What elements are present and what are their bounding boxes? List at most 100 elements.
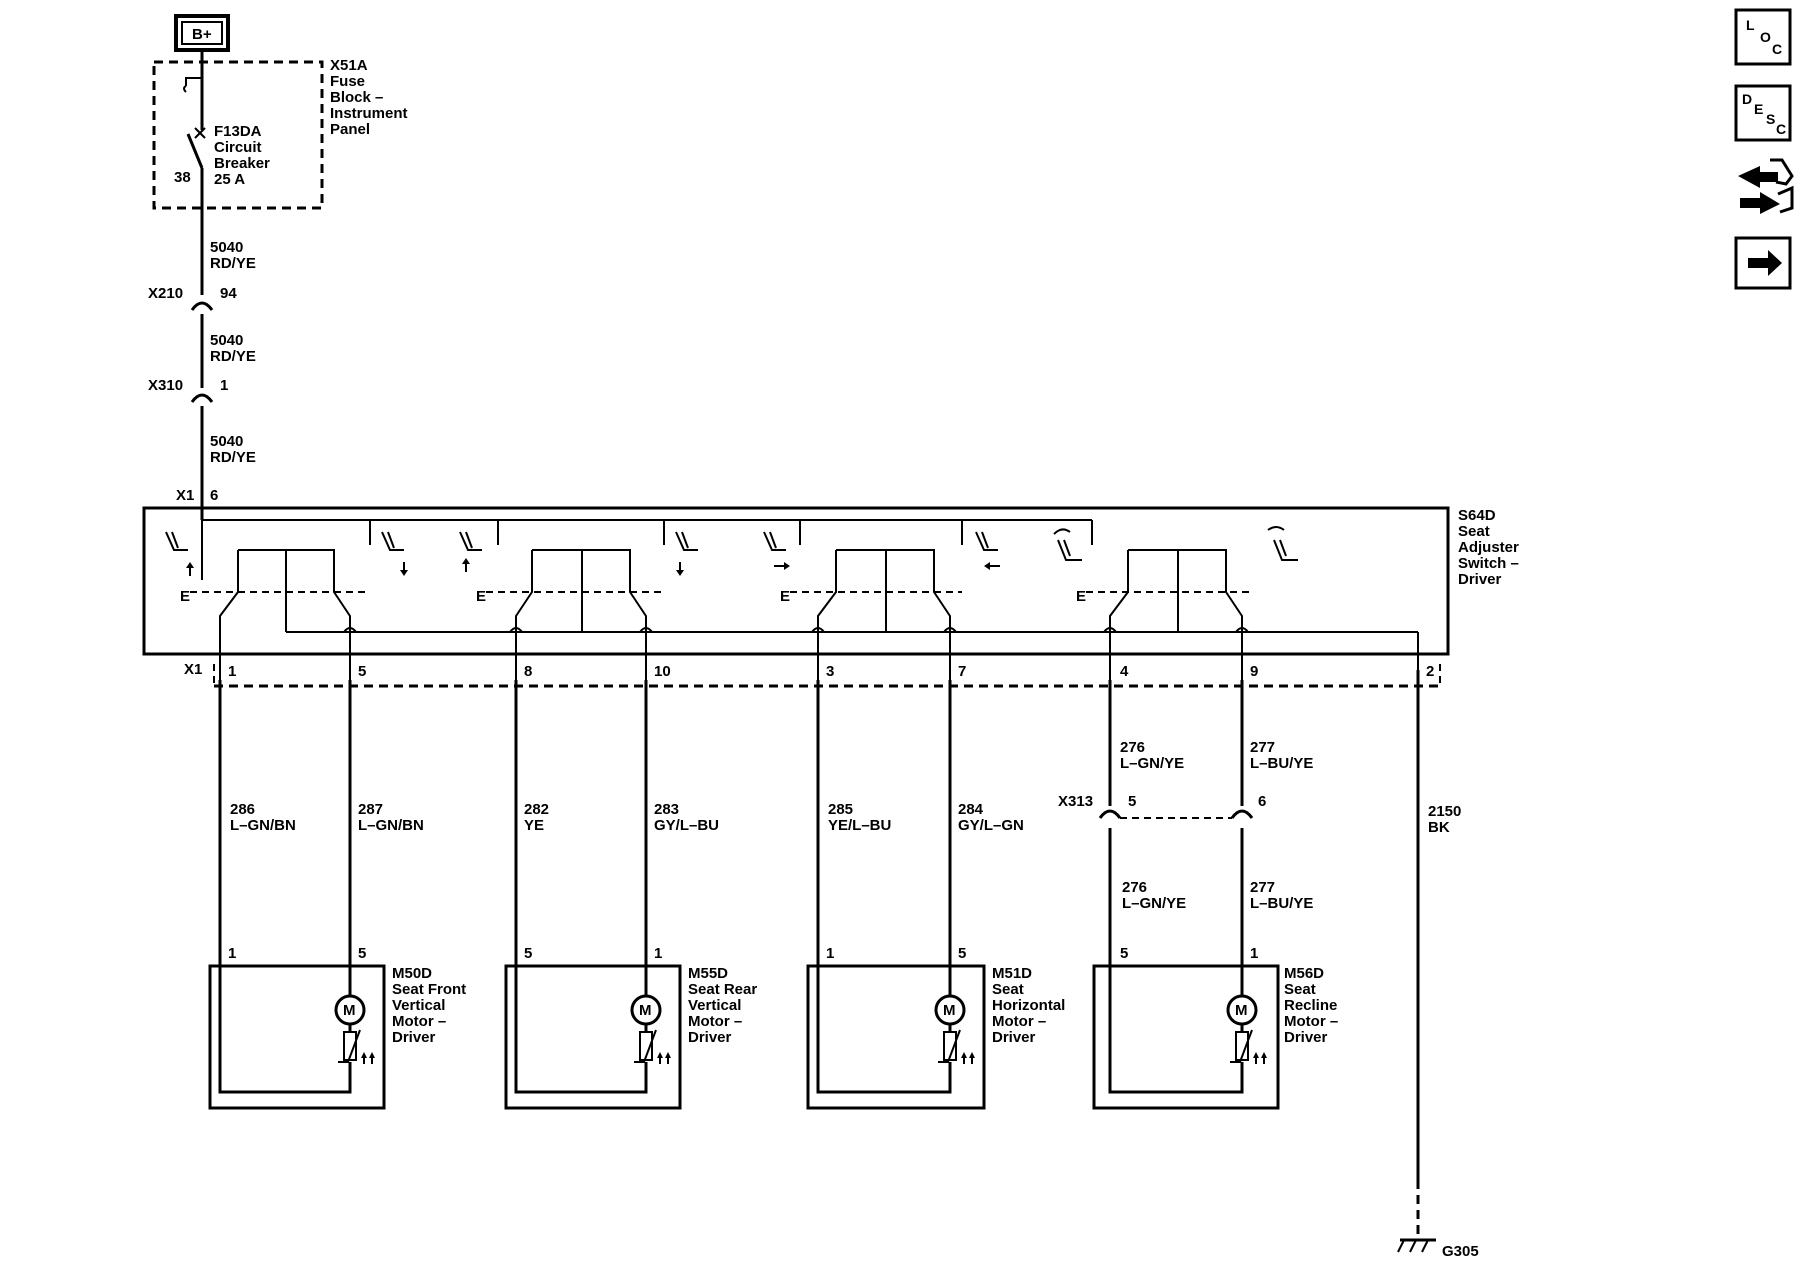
- circuit-breaker: F13DA Circuit Breaker 25 A: [183, 77, 270, 188]
- power-source: B+: [174, 14, 230, 52]
- wire-282-circuit: 282: [524, 801, 549, 818]
- motor-m55d-line2: Vertical: [688, 997, 741, 1014]
- wire-277-upper-circuit: 277: [1250, 739, 1275, 756]
- connector-x310: X310 1: [148, 377, 228, 414]
- connector-x310-pin: 1: [220, 377, 228, 394]
- switch-e-marker-1: E: [180, 588, 190, 605]
- switch-section-horizontal: E: [763, 531, 1000, 680]
- description-button-l2: E: [1754, 101, 1763, 117]
- motor-m56d-pin-left: 5: [1120, 945, 1128, 962]
- switch-e-marker-4: E: [1076, 588, 1086, 605]
- motor-m50d-line4: Driver: [392, 1029, 436, 1046]
- motor-m50d-pin-right: 5: [358, 945, 366, 962]
- feed-wire-color-2: RD/YE: [210, 348, 256, 365]
- switch-section-rear-vertical: E: [459, 531, 698, 680]
- wire-2150-circuit: 2150: [1428, 803, 1461, 820]
- motor-m50d-line2: Vertical: [392, 997, 445, 1014]
- switch-line1: S64D: [1458, 507, 1496, 524]
- connector-x313-ref: X313: [1058, 793, 1093, 810]
- arrow-right-icon: [1748, 250, 1782, 276]
- description-button-l4: C: [1776, 121, 1786, 137]
- switch-pin-5: 5: [358, 663, 366, 680]
- wire-276-upper-circuit: 276: [1120, 739, 1145, 756]
- wire-283-circuit: 283: [654, 801, 679, 818]
- connector-x313: X313 5 6: [1058, 793, 1266, 819]
- connector-x210-ref: X210: [148, 285, 183, 302]
- wire-286-circuit: 286: [230, 801, 255, 818]
- feed-wire-circuit-3: 5040: [210, 433, 243, 450]
- connector-x1-bottom-ref: X1: [184, 661, 202, 678]
- motor-m50d-line3: Motor –: [392, 1013, 446, 1030]
- wire-2150-color: BK: [1428, 819, 1450, 836]
- seat-forward-icon: [763, 531, 790, 570]
- connector-x1-top-pin: 6: [210, 487, 218, 504]
- motor-m51d-pin-left: 1: [826, 945, 834, 962]
- motor-m55d-ref: M55D: [688, 965, 728, 982]
- fuse-block-line2: Block –: [330, 89, 383, 106]
- switch-pin-7: 7: [958, 663, 966, 680]
- switch-line4: Switch –: [1458, 555, 1519, 572]
- next-page-button[interactable]: [1734, 236, 1792, 290]
- fuse-block: X51A Fuse Block – Instrument Panel 38: [152, 57, 408, 210]
- connector-x313-pin-a: 5: [1128, 793, 1136, 810]
- motor-m51d-line1: Seat: [992, 981, 1024, 998]
- motor-m55d: M 5 1 M55D Seat Rear Vertical Motor – Dr…: [504, 945, 757, 1110]
- switch-pin-2: 2: [1426, 663, 1434, 680]
- wire-287-color: L–GN/BN: [358, 817, 424, 834]
- recline-forward-icon: [1053, 528, 1082, 561]
- wire-286-color: L–GN/BN: [230, 817, 296, 834]
- wire-282-color: YE: [524, 817, 544, 834]
- motor-m51d-ref: M51D: [992, 965, 1032, 982]
- connector-x1-top-ref: X1: [176, 487, 194, 504]
- recline-rearward-icon: [1267, 526, 1298, 561]
- motor-m55d-line1: Seat Rear: [688, 981, 757, 998]
- connector-tool-icon: [1738, 158, 1794, 214]
- fuse-block-ref: X51A: [330, 57, 368, 74]
- wire-285-circuit: 285: [828, 801, 853, 818]
- motor-m56d-ref: M56D: [1284, 965, 1324, 982]
- motor-m56d-symbol: M: [1235, 1002, 1248, 1019]
- power-source-label: B+: [192, 26, 212, 43]
- ground-ref: G305: [1442, 1243, 1479, 1260]
- connector-x1: X1 1 5 8 10 3 7 4 9 2: [184, 661, 1441, 688]
- seat-adjuster-switch: S64D Seat Adjuster Switch – Driver E: [142, 506, 1519, 680]
- switch-e-marker-2: E: [476, 588, 486, 605]
- motor-m56d-line3: Motor –: [1284, 1013, 1338, 1030]
- location-button-l2: O: [1760, 29, 1771, 45]
- switch-section-front-vertical: E: [165, 531, 408, 680]
- description-button[interactable]: D E S C: [1734, 84, 1792, 142]
- location-button[interactable]: L O C: [1734, 8, 1792, 66]
- wire-285-color: YE/L–BU: [828, 817, 891, 834]
- motor-m50d: M 1 5 M50D Seat Front Vertical Motor – D…: [208, 945, 466, 1110]
- motor-m51d-pin-right: 5: [958, 945, 966, 962]
- seat-down-icon: [381, 531, 408, 576]
- seat-rearward-icon: [975, 531, 1000, 570]
- motor-m50d-symbol: M: [343, 1002, 356, 1019]
- location-button-l1: L: [1746, 17, 1755, 33]
- switch-pin-9: 9: [1250, 663, 1258, 680]
- switch-pin-8: 8: [524, 663, 532, 680]
- wire-283-color: GY/L–BU: [654, 817, 719, 834]
- feed-wire-circuit-1: 5040: [210, 239, 243, 256]
- switch-e-marker-3: E: [780, 588, 790, 605]
- switch-line5: Driver: [1458, 571, 1502, 588]
- ground-symbol: G305: [1397, 1238, 1479, 1260]
- feed-wire-color-3: RD/YE: [210, 449, 256, 466]
- feed-wire-color-1: RD/YE: [210, 255, 256, 272]
- motor-m55d-symbol: M: [639, 1002, 652, 1019]
- wire-276-lower-circuit: 276: [1122, 879, 1147, 896]
- seat-up-icon: [165, 531, 194, 576]
- description-button-l1: D: [1742, 91, 1752, 107]
- fuse-block-line1: Fuse: [330, 73, 365, 90]
- connector-info-button[interactable]: [1738, 158, 1794, 214]
- motor-m55d-pin-right: 1: [654, 945, 662, 962]
- motor-m50d-pin-left: 1: [228, 945, 236, 962]
- description-button-l3: S: [1766, 111, 1775, 127]
- breaker-line1: F13DA: [214, 123, 262, 140]
- wire-276-upper-color: L–GN/YE: [1120, 755, 1184, 772]
- motor-m51d-line2: Horizontal: [992, 997, 1065, 1014]
- motor-m56d: M 5 1 M56D Seat Recline Motor – Driver: [1092, 945, 1338, 1110]
- motor-m51d-symbol: M: [943, 1002, 956, 1019]
- wire-287-circuit: 287: [358, 801, 383, 818]
